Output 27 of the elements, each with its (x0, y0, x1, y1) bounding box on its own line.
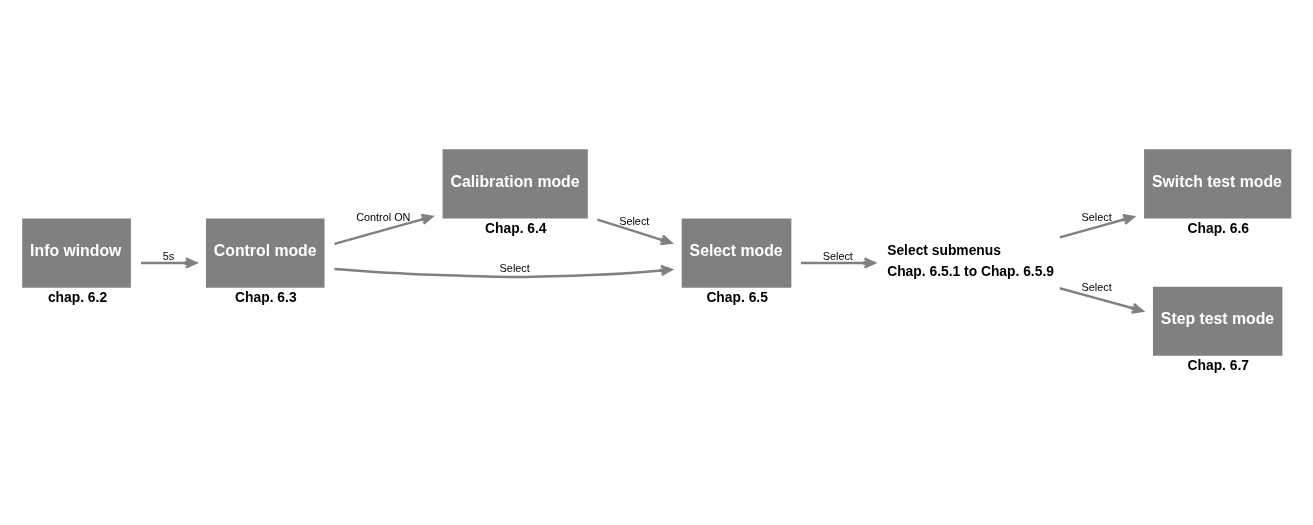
node-box: Step test mode (1152, 286, 1283, 356)
arrow (1059, 214, 1135, 239)
node-label: Chap. 6.4 (485, 219, 547, 236)
edge-label: 5s (162, 249, 175, 262)
node-box: Calibration mode (442, 149, 588, 219)
node-box: Select mode (681, 218, 792, 288)
edge-label: Select (822, 249, 853, 262)
node-text: Select submenus Chap. 6.5.1 to Chap. 6.5.9 (887, 242, 1054, 280)
node-box: Control mode (205, 218, 325, 288)
edge-label: Select (619, 215, 650, 228)
node-label: chap. 6.2 (47, 288, 108, 305)
node-label: Chap. 6.6 (1187, 219, 1250, 236)
edge-label: Control ON (356, 211, 411, 224)
node-box: Info window (22, 218, 131, 288)
edge-label: Select (1081, 281, 1112, 294)
arrow (334, 264, 673, 279)
arrow (334, 213, 434, 246)
arrow (141, 257, 198, 269)
node-label: Chap. 6.5 (706, 288, 768, 305)
node-label: Chap. 6.7 (1187, 356, 1250, 373)
arrow (597, 218, 673, 246)
node-label: Chap. 6.3 (235, 288, 297, 305)
edge-label: Select (1081, 211, 1112, 224)
arrow (1059, 287, 1144, 314)
arrow (800, 257, 876, 269)
node-box: Switch test mode (1144, 149, 1292, 219)
edge-label: Select (499, 261, 530, 274)
